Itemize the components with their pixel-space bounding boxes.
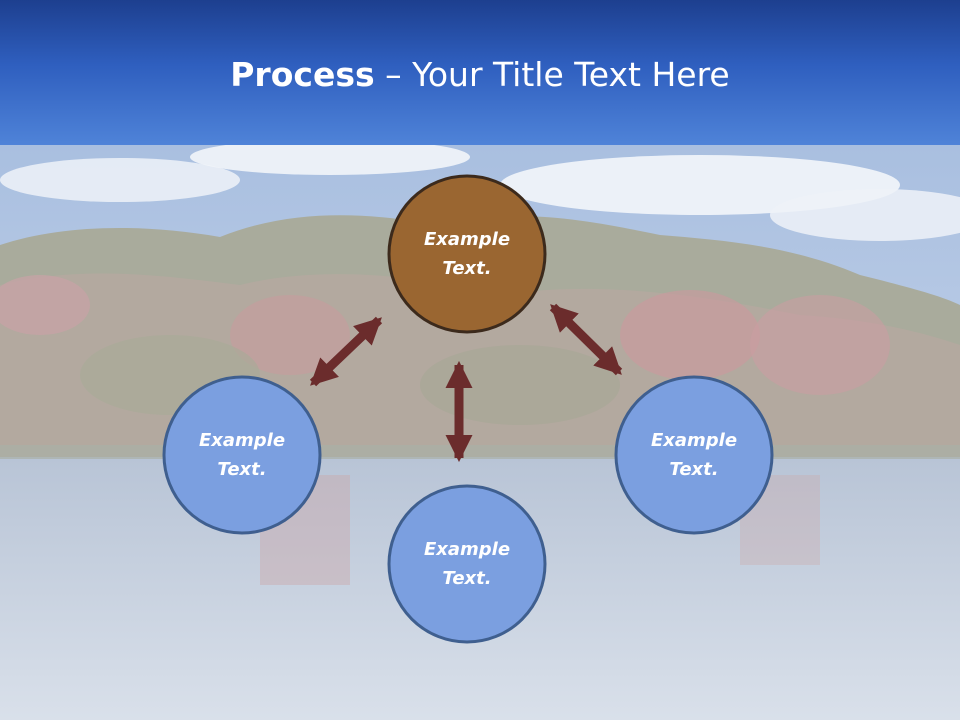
node-bottom-text: Example Text. [402,535,532,593]
node-right-text: Example Text. [629,426,759,484]
node-center-line1: Example [423,229,511,250]
arrow-center-left [309,316,383,387]
title-bold: Process [230,55,375,94]
node-bottom-line1: Example [423,539,511,560]
node-bottom-circle [387,484,547,644]
title-bar [0,0,960,145]
node-left-line2: Text. [217,459,267,480]
arrow-center-right [549,303,623,376]
node-right-circle [614,375,774,535]
node-bottom-line2: Text. [442,568,492,589]
node-right-line1: Example [650,430,738,451]
node-right-line2: Text. [669,459,719,480]
node-left-circle [162,375,322,535]
node-left-text: Example Text. [177,426,307,484]
title-rest: – Your Title Text Here [374,55,730,94]
node-center-circle [387,174,547,334]
node-center-line2: Text. [442,258,492,279]
slide-title: Process – Your Title Text Here [0,52,960,98]
node-left-line1: Example [198,430,286,451]
node-center-text: Example Text. [402,225,532,283]
